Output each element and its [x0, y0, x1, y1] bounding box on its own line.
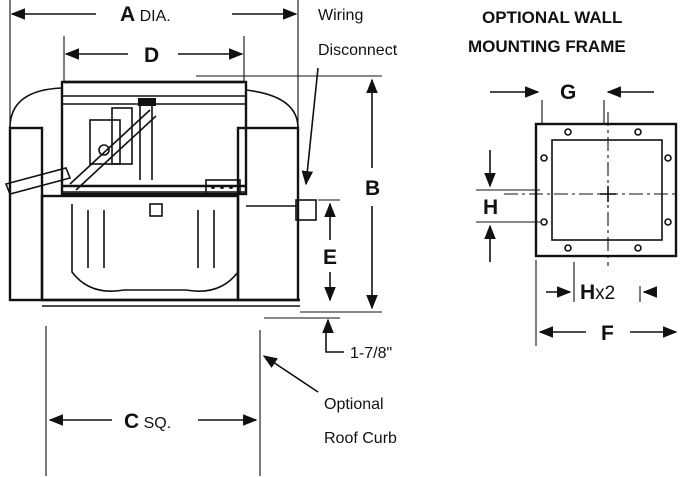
dimension-d: D	[63, 36, 245, 82]
dimension-f-label: F	[601, 322, 614, 345]
dimension-c: C SQ.	[45, 326, 261, 476]
dimension-g: G	[490, 81, 654, 124]
dimension-b-label: B	[365, 177, 380, 200]
dimension-h-label: H	[483, 196, 498, 219]
frame-title-line2: MOUNTING FRAME	[468, 37, 626, 56]
dimension-curb-gap: 1-7/8"	[264, 317, 392, 362]
curb-gap-label: 1-7/8"	[350, 345, 392, 362]
wall-mounting-frame: OPTIONAL WALL MOUNTING FRAME G	[468, 8, 678, 346]
roof-curb-callout: Optional Roof Curb	[262, 355, 397, 447]
wiring-disconnect-callout: Wiring Disconnect	[301, 7, 398, 186]
dimension-f: F	[535, 260, 678, 346]
fan-unit-drawing	[4, 80, 317, 307]
dimension-hx2: Hx2	[546, 262, 657, 304]
dimension-e: E	[318, 199, 340, 302]
wiring-callout-line1: Wiring	[318, 7, 363, 24]
roof-curb-callout-line2: Roof Curb	[324, 430, 397, 447]
dimension-e-label: E	[323, 246, 337, 269]
dimension-c-label: C SQ.	[124, 410, 171, 433]
dimension-g-label: G	[560, 81, 576, 104]
dimension-d-label: D	[144, 44, 159, 67]
wiring-callout-line2: Disconnect	[318, 42, 398, 59]
dimension-a: A DIA.	[9, 0, 299, 128]
dimension-h: H	[476, 150, 540, 262]
dimension-a-label: A DIA.	[120, 3, 171, 26]
frame-title-line1: OPTIONAL WALL	[482, 8, 622, 27]
dimension-b: B	[196, 75, 382, 313]
roof-curb-callout-line1: Optional	[324, 396, 384, 413]
dimension-hx2-label: Hx2	[580, 281, 615, 304]
